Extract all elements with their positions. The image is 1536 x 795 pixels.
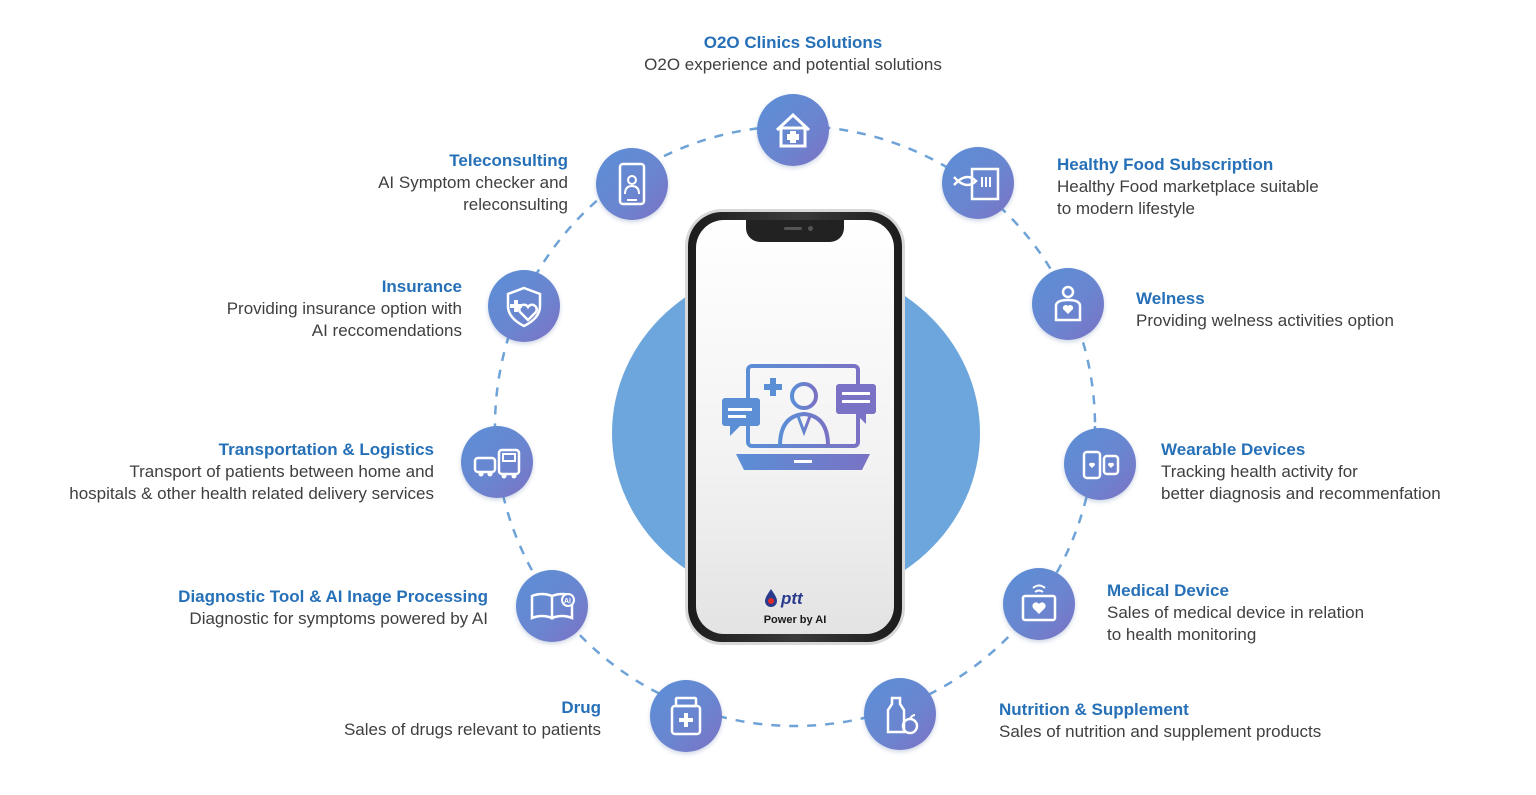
node-description: Diagnostic for symptoms powered by AI: [189, 609, 488, 628]
node-title: Nutrition & Supplement: [999, 700, 1189, 719]
label-welness: Welness Providing welness activities opt…: [1136, 288, 1516, 332]
phone-doctor-icon: [618, 162, 646, 206]
label-medical-device: Medical Device Sales of medical device i…: [1107, 580, 1507, 646]
svg-text:AI: AI: [564, 598, 571, 605]
node-description: Sales of medical device in relation to h…: [1107, 603, 1365, 644]
node-description: Sales of nutrition and supplement produc…: [999, 722, 1322, 741]
label-drug: Drug Sales of drugs relevant to patients: [240, 697, 601, 741]
node-title: Transportation & Logistics: [218, 440, 434, 459]
node-description: Transport of patients between home and h…: [69, 462, 434, 503]
node-title: O2O Clinics Solutions: [703, 33, 883, 52]
bottle-apple-icon: [886, 696, 919, 735]
node-title: Healthy Food Subscription: [1057, 155, 1274, 174]
node-description: Providing welness activities option: [1136, 311, 1394, 330]
medical-device-node: [1003, 568, 1075, 640]
power-by-ai-label: Power by AI: [763, 614, 827, 626]
heart-monitor-icon: [1021, 584, 1057, 622]
telemedicine-doctor-icon: [722, 364, 876, 470]
node-description: Tracking health activity for better diag…: [1161, 462, 1441, 503]
house-medical-icon: [775, 112, 811, 148]
nutrition-supplement-node: [864, 678, 936, 750]
label-healthy-food: Healthy Food Subscription Healthy Food m…: [1057, 154, 1477, 220]
node-description: Healthy Food marketplace suitable to mod…: [1057, 177, 1319, 218]
label-wearable-devices: Wearable Devices Tracking health activit…: [1161, 439, 1531, 505]
pill-bottle-icon: [670, 696, 702, 736]
node-title: Medical Device: [1107, 581, 1229, 600]
node-description: O2O experience and potential solutions: [644, 55, 942, 74]
label-insurance: Insurance Providing insurance option wit…: [120, 276, 462, 342]
node-title: Wearable Devices: [1161, 440, 1306, 459]
label-teleconsulting: Teleconsulting AI Symptom checker and re…: [268, 150, 568, 216]
welness-node: [1032, 268, 1104, 340]
shield-heart-icon: [506, 286, 542, 328]
node-description: AI Symptom checker and releconsulting: [378, 173, 568, 214]
o2o-clinics-node: [757, 94, 829, 166]
insurance-node: [488, 270, 560, 342]
book-ai-icon: AI: [530, 592, 575, 620]
node-description: Providing insurance option with AI recco…: [226, 299, 462, 340]
label-transportation: Transportation & Logistics Transport of …: [0, 439, 434, 505]
transportation-node: [461, 426, 533, 498]
label-nutrition-supplement: Nutrition & Supplement Sales of nutritio…: [999, 699, 1479, 743]
drug-node: [650, 680, 722, 752]
teleconsulting-node: [596, 148, 668, 220]
person-heart-icon: [1054, 285, 1082, 322]
node-title: Teleconsulting: [449, 151, 568, 170]
node-title: Diagnostic Tool & AI Inage Processing: [178, 587, 488, 606]
label-o2o-clinics: O2O Clinics Solutions O2O experience and…: [560, 32, 1026, 76]
node-title: Insurance: [381, 277, 462, 296]
fish-menu-icon: [953, 167, 1000, 201]
node-description: Sales of drugs relevant to patients: [343, 720, 601, 739]
ptt-logo-icon: ptt: [765, 589, 804, 608]
node-title: Drug: [561, 698, 601, 717]
diagnostic-tool-node: AI: [516, 570, 588, 642]
phone-screen: ptt Power by AI: [696, 220, 894, 634]
ptt-logo-text: ptt: [780, 589, 804, 608]
vehicles-icon: [473, 448, 521, 479]
label-diagnostic-tool: Diagnostic Tool & AI Inage Processing Di…: [60, 586, 488, 630]
wearable-devices-node: [1064, 428, 1136, 500]
smartwatch-icon: [1082, 450, 1120, 480]
node-title: Welness: [1136, 289, 1205, 308]
phone-mockup: ptt Power by AI: [688, 212, 902, 642]
phone-notch: [746, 220, 844, 242]
healthy-food-node: [942, 147, 1014, 219]
